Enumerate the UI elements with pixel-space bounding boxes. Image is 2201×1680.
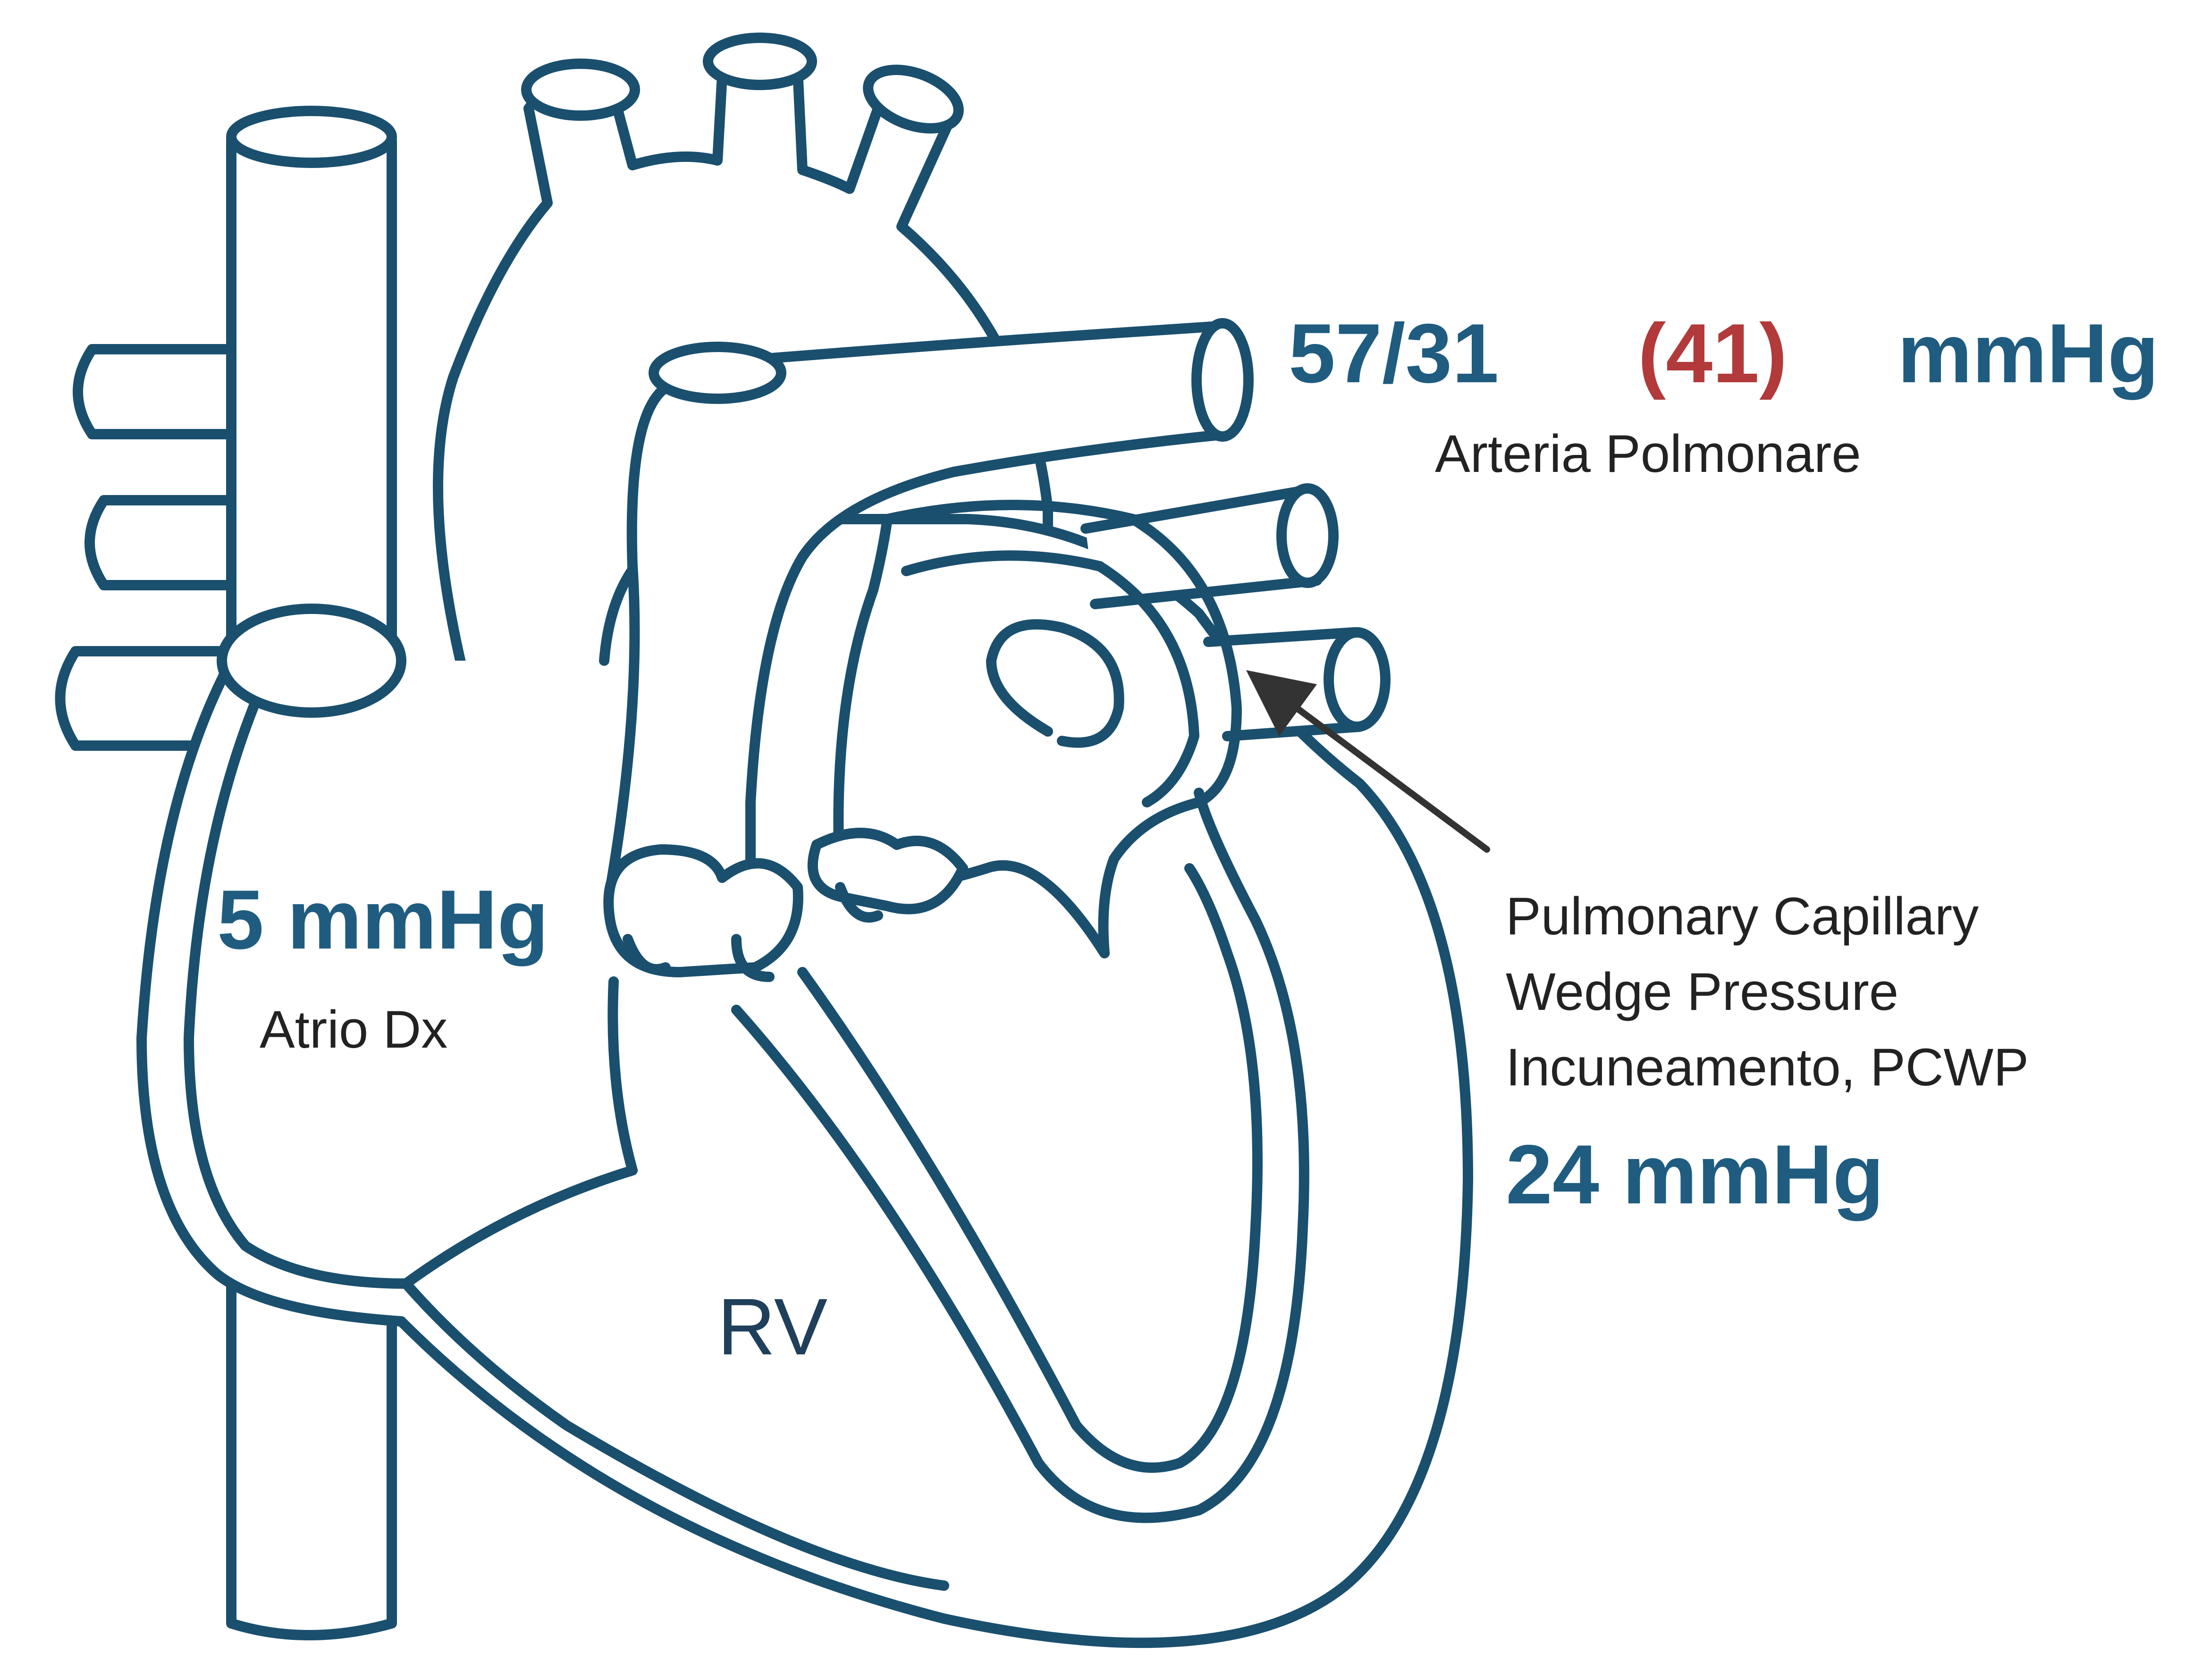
pa-unit: mmHg	[1897, 306, 2159, 400]
pcwp-value: 24 mmHg	[1506, 1127, 1884, 1221]
pcwp-annotation: Pulmonary Capillary Wedge Pressure Incun…	[1506, 887, 2029, 1221]
pulmonary-artery-opening	[1197, 323, 1248, 437]
left-pulmonary-veins	[60, 349, 236, 746]
pa-systolic-diastolic: 57/31	[1289, 306, 1499, 400]
inferior-vena-cava	[231, 1274, 392, 1635]
ra-label: Atrio Dx	[260, 1000, 447, 1059]
pcwp-line2: Wedge Pressure	[1506, 962, 1898, 1021]
pulmonary-artery-annotation: 57/31 (41) mmHg Arteria Polmonare	[1289, 306, 2159, 483]
pa-label: Arteria Polmonare	[1435, 424, 1861, 483]
pa-mean: (41)	[1638, 306, 1788, 400]
rv-label: RV	[717, 1282, 827, 1372]
svc-opening	[222, 609, 401, 713]
superior-vena-cava	[231, 111, 392, 661]
aortic-root-top	[654, 347, 781, 399]
pcwp-line1: Pulmonary Capillary	[1506, 887, 1979, 946]
pcwp-line3: Incuneamento, PCWP	[1506, 1038, 2029, 1097]
ra-value: 5 mmHg	[217, 873, 548, 966]
